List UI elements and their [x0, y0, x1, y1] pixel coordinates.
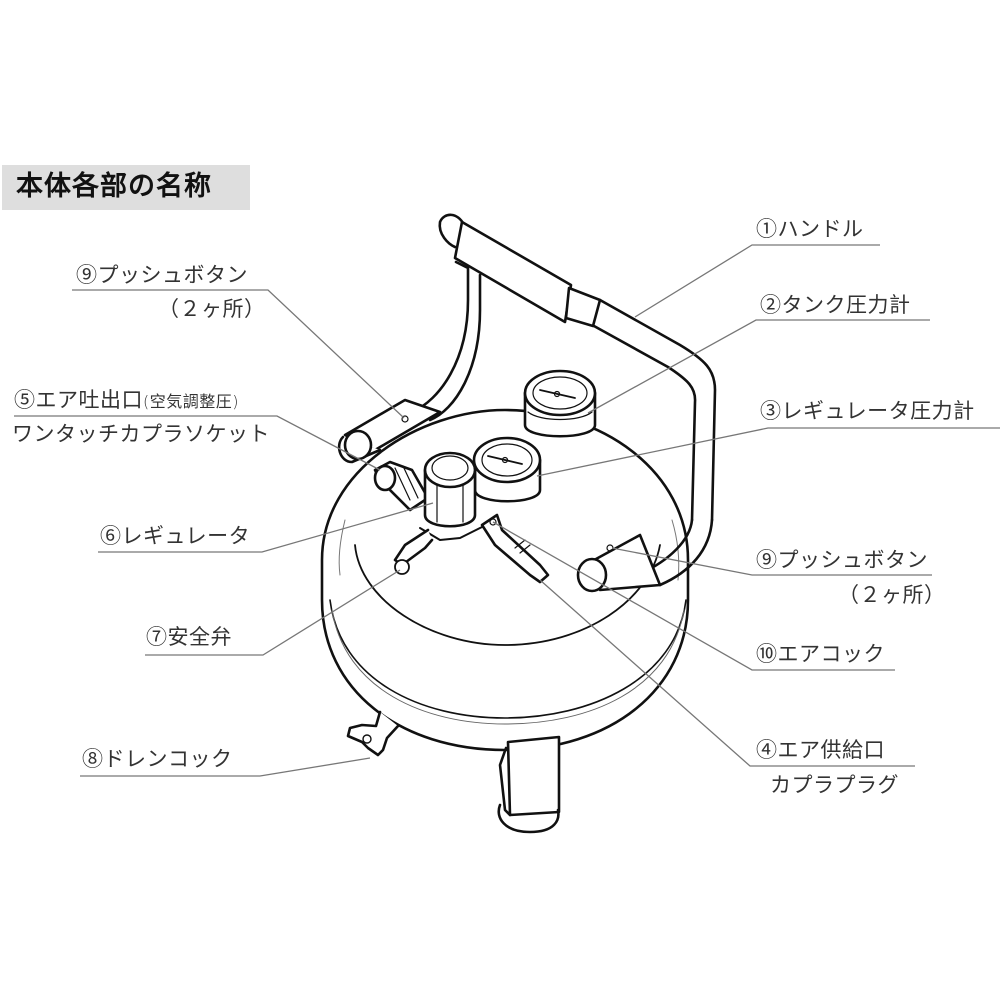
- number-badge: ⑤: [14, 388, 36, 412]
- label-text: エア吐出口: [35, 388, 143, 412]
- label-air-supply: ④エア供給口: [756, 737, 885, 763]
- label-air-outlet: ⑤エア吐出口(空気調整圧): [14, 387, 239, 415]
- label-air-supply-plug: カプラプラグ: [770, 772, 899, 798]
- number-badge: ⑨: [756, 548, 778, 572]
- label-handle: ①ハンドル: [756, 216, 864, 242]
- label-subtext: （２ヶ所）: [838, 583, 946, 607]
- label-air-cock: ⑩エアコック: [756, 641, 885, 667]
- label-subtext: ワンタッチカプラソケット: [12, 422, 270, 446]
- number-badge: ⑨: [76, 263, 98, 287]
- label-regulator-pressure-gauge: ③レギュレータ圧力計: [760, 398, 975, 424]
- label-subtext: カプラプラグ: [770, 773, 899, 797]
- label-push-button-left-count: （２ヶ所）: [158, 296, 266, 322]
- label-text: ドレンコック: [103, 747, 233, 771]
- label-push-button-left: ⑨プッシュボタン: [76, 262, 248, 288]
- label-text: 安全弁: [167, 625, 232, 649]
- number-badge: ③: [760, 399, 782, 423]
- drain-cock: [346, 710, 400, 757]
- label-push-button-right-count: （２ヶ所）: [838, 582, 946, 608]
- number-badge: ⑦: [146, 625, 168, 649]
- label-subtext: （２ヶ所）: [158, 297, 266, 321]
- label-air-outlet-socket: ワンタッチカプラソケット: [12, 421, 270, 447]
- label-push-button-right: ⑨プッシュボタン: [756, 547, 928, 573]
- label-tank-pressure-gauge: ②タンク圧力計: [760, 292, 911, 318]
- label-text: ハンドル: [777, 217, 864, 241]
- leader-lines: [14, 244, 1000, 777]
- label-note: (空気調整圧): [143, 392, 239, 411]
- number-badge: ⑧: [82, 747, 104, 771]
- regulator: [419, 451, 493, 541]
- label-text: エアコック: [777, 642, 885, 666]
- label-regulator: ⑥レギュレータ: [100, 523, 250, 549]
- label-text: レギュレータ: [121, 524, 251, 548]
- tank-pressure-gauge: [523, 369, 597, 438]
- label-text: プッシュボタン: [777, 548, 928, 572]
- label-text: エア供給口: [777, 738, 885, 762]
- left-grip: [337, 398, 442, 464]
- number-badge: ②: [760, 293, 782, 317]
- foot: [497, 735, 561, 834]
- label-text: プッシュボタン: [97, 263, 248, 287]
- number-badge: ⑩: [756, 642, 778, 666]
- regulator-pressure-gauge: [472, 436, 542, 503]
- section-title-box: 本体各部の名称: [2, 165, 250, 210]
- number-badge: ①: [756, 217, 778, 241]
- number-badge: ⑥: [100, 524, 122, 548]
- number-badge: ④: [756, 738, 778, 762]
- label-drain-cock: ⑧ドレンコック: [82, 746, 233, 772]
- label-text: レギュレータ圧力計: [781, 399, 975, 423]
- label-text: タンク圧力計: [781, 293, 911, 317]
- air-supply-plug: [480, 513, 550, 584]
- section-title: 本体各部の名称: [16, 171, 212, 202]
- label-safety-valve: ⑦安全弁: [146, 624, 232, 650]
